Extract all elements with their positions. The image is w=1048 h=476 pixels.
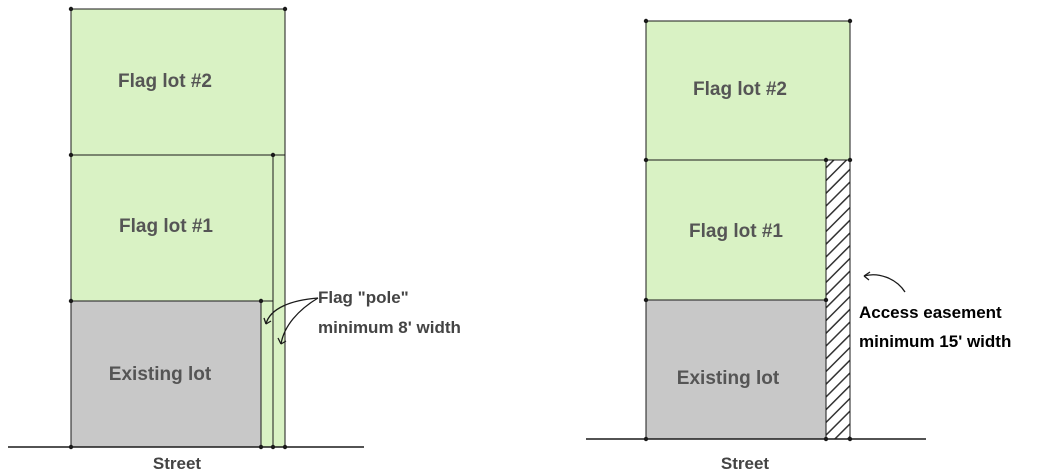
left-diagram: Flag lot #2 Flag lot #1 Existing lot Fla… bbox=[8, 6, 461, 473]
left-note-line-1: Flag "pole" bbox=[318, 288, 409, 307]
right-flag-lot-2-label: Flag lot #2 bbox=[693, 79, 787, 100]
left-vertex-dots bbox=[68, 6, 288, 450]
left-flag-lot-2-pole bbox=[272, 154, 286, 448]
left-flag-lot-2 bbox=[70, 8, 286, 156]
left-street-label: Street bbox=[153, 454, 202, 473]
right-flag-lot-1 bbox=[645, 159, 827, 301]
right-vertex-dots bbox=[643, 18, 853, 442]
right-diagram: Flag lot #2 Flag lot #1 Existing lot Acc… bbox=[586, 18, 1011, 473]
right-flag-lot-2 bbox=[645, 20, 851, 161]
right-annotation-arrow bbox=[863, 271, 906, 293]
right-existing-lot bbox=[645, 299, 827, 440]
left-annotation-arrows bbox=[263, 297, 319, 345]
left-existing-lot-label: Existing lot bbox=[109, 364, 212, 385]
left-existing-lot bbox=[70, 300, 262, 448]
right-existing-lot-label: Existing lot bbox=[677, 368, 780, 389]
left-note-line-2: minimum 8' width bbox=[318, 318, 461, 337]
left-flag-lot-2-label: Flag lot #2 bbox=[118, 71, 212, 92]
right-note-line-1: Access easement bbox=[859, 303, 1002, 322]
access-easement-strip bbox=[825, 159, 851, 440]
right-street-label: Street bbox=[721, 454, 770, 473]
right-note-line-2: minimum 15' width bbox=[859, 332, 1011, 351]
left-flag-lot-1 bbox=[70, 154, 274, 302]
left-flag-lot-1-label: Flag lot #1 bbox=[119, 216, 213, 237]
right-flag-lot-1-label: Flag lot #1 bbox=[689, 221, 783, 242]
